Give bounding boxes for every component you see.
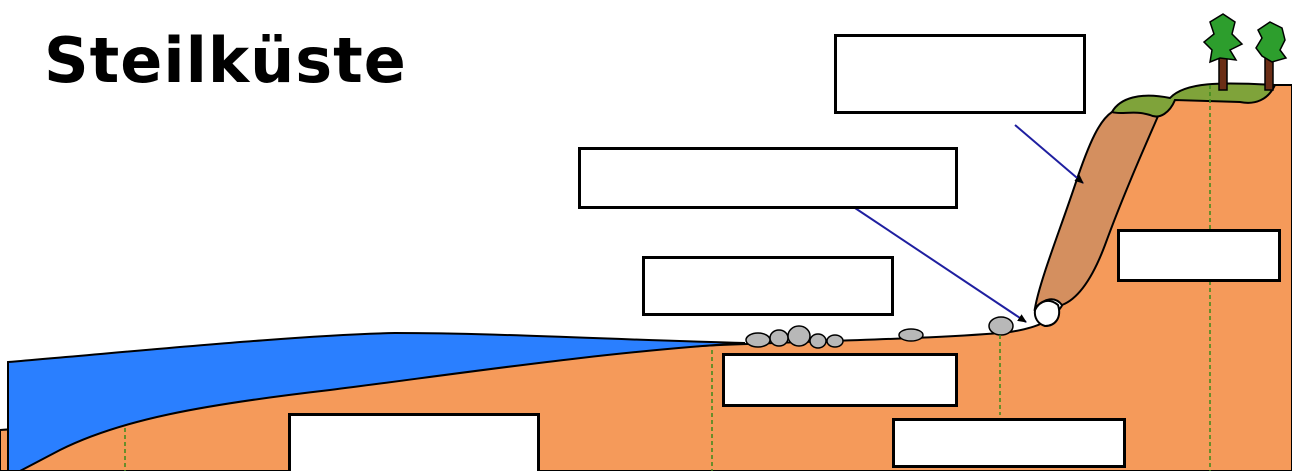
tree — [1202, 13, 1244, 91]
rocks — [745, 316, 1014, 349]
arrow-to-cliff — [1014, 124, 1084, 184]
page-title: Steilküste — [44, 24, 407, 97]
label-box-rocks[interactable] — [642, 256, 894, 316]
label-box-sea-floor[interactable] — [288, 413, 540, 471]
rock — [898, 328, 924, 342]
sea — [7, 331, 746, 471]
label-box-bottom-right[interactable] — [892, 418, 1126, 468]
rock — [769, 329, 789, 347]
label-box-platform[interactable] — [722, 353, 958, 407]
cliff-face — [1033, 98, 1167, 311]
rock — [809, 333, 827, 349]
label-box-cliff-top[interactable] — [834, 34, 1086, 114]
tree-foliage — [1202, 13, 1244, 64]
label-box-notch[interactable] — [578, 147, 958, 209]
rock — [988, 316, 1014, 336]
label-box-cliff-right[interactable] — [1117, 229, 1281, 282]
rock — [787, 325, 811, 347]
wave-notch — [1033, 299, 1061, 328]
grass-cap — [1110, 82, 1277, 118]
tree — [1255, 21, 1288, 91]
tree-foliage — [1255, 21, 1288, 63]
rock — [826, 334, 844, 348]
arrow-to-notch — [854, 207, 1027, 323]
rock — [745, 332, 771, 348]
